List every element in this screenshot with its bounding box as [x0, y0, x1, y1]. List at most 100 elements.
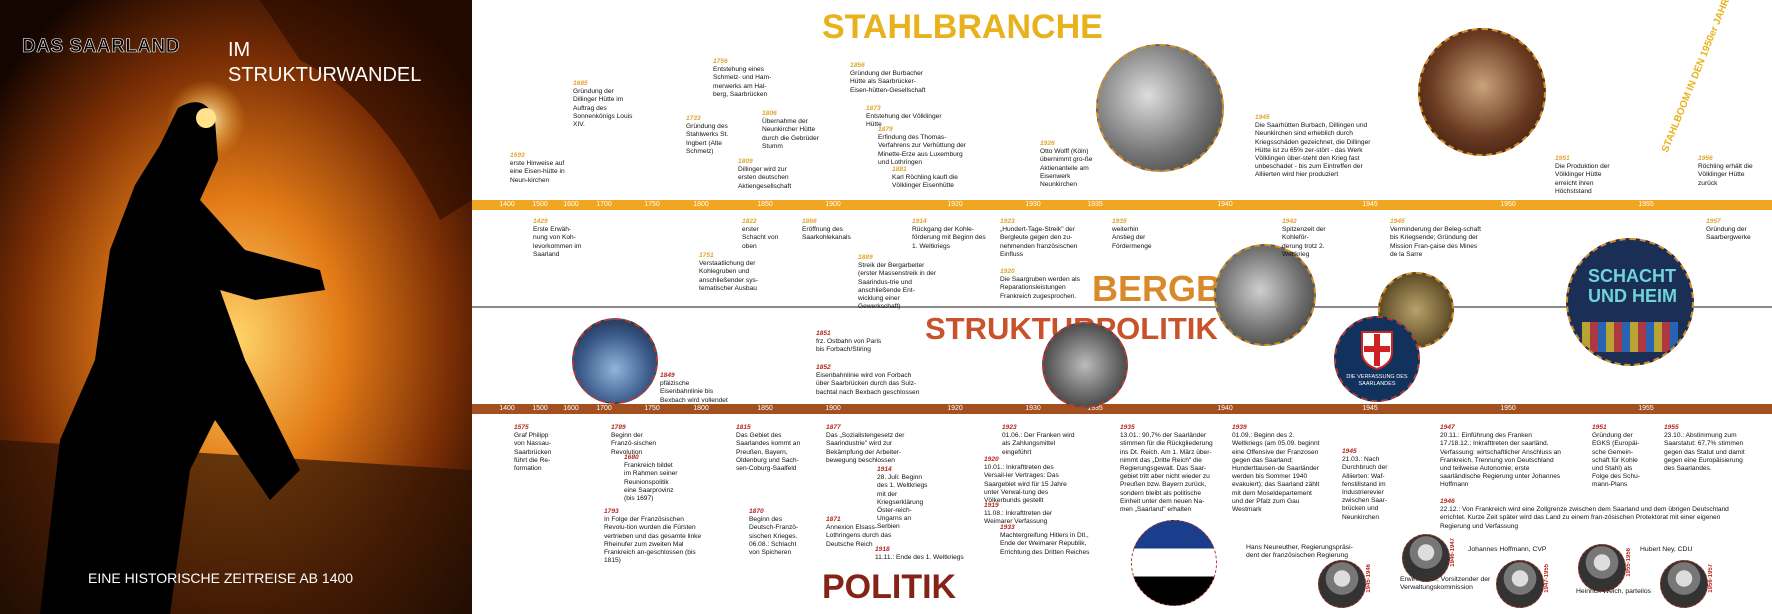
event-year: 1920	[984, 456, 999, 463]
event-year: 1939	[1232, 424, 1247, 431]
poster-title-part-b: IM STRUKTURWANDEL	[228, 38, 421, 88]
event-text: weiterhin Anstieg der Fördermenge	[1112, 226, 1152, 250]
top-axis-tick: 1955	[1638, 201, 1654, 208]
crest-verfassung: DIE VERFASSUNG DES SAARLANDES	[1334, 316, 1420, 402]
event-text: Die Saargruben werden als Reparationslei…	[1000, 276, 1080, 300]
event-text: Das „Sozialistengesetz der Saarindustrie…	[826, 432, 905, 464]
event-text: 22.12.: Von Frankreich wird eine Zollgre…	[1440, 506, 1729, 530]
event-year: 1914	[877, 466, 892, 473]
politician-term: 1955-1956	[1626, 548, 1632, 577]
event-text: Rückgang der Kohle-förderung mit Beginn …	[912, 226, 986, 250]
event-text: Übernahme der Neunkircher Hütte durch di…	[762, 118, 819, 150]
event-year: 1923	[1000, 218, 1015, 225]
event-year: 1877	[826, 424, 841, 431]
top-axis-tick: 1950	[1500, 201, 1516, 208]
event-text: 11.11.: Ende des 1. Weltkriegs	[875, 554, 964, 562]
poster-pattern	[1582, 322, 1678, 352]
event-year: 1575	[514, 424, 529, 431]
event-year: 1935	[1112, 218, 1127, 225]
event-year: 1849	[660, 372, 675, 379]
event-year: 1680	[624, 454, 639, 461]
event-text: Beginn der Franzö-sischen Revolution	[611, 432, 657, 456]
bottom-axis-tick: 1930	[1025, 405, 1041, 412]
poster-line-2: UND HEIM	[1588, 286, 1677, 306]
photo-miners	[1214, 244, 1316, 346]
event-text: Graf Philipp von Nassau-Saarbrücken führ…	[514, 432, 552, 473]
top-axis-tick: 1500	[532, 201, 548, 208]
politician-portrait	[1660, 560, 1708, 608]
event-text: Spitzenzeit der Kohleför-derung trotz 2.…	[1282, 226, 1326, 258]
politician-portrait	[1402, 534, 1450, 582]
event-year: 1920	[1000, 268, 1015, 275]
top-axis-tick: 1750	[644, 201, 660, 208]
event-text: Machtergreifung Hitlers in Dtl., Ende de…	[1000, 532, 1090, 556]
event-year: 1870	[749, 508, 764, 515]
bottom-axis-tick: 1400	[499, 405, 515, 412]
politician-term: 1945-1946	[1366, 564, 1372, 593]
politician-label: Heinrich Welch, parteilos	[1576, 588, 1652, 595]
top-axis-tick: 1600	[563, 201, 579, 208]
event-year: 1751	[699, 252, 714, 259]
side-label-stahlboom: STAHLBOOM IN DEN 1950er JAHREN	[1660, 0, 1738, 155]
event-year: 1947	[1440, 424, 1455, 431]
heading-politik: POLITIK	[822, 568, 957, 606]
event-year: 1956	[1698, 155, 1713, 162]
event-year: 1822	[742, 218, 757, 225]
event-year: 1851	[816, 330, 831, 337]
bottom-axis-tick: 1955	[1638, 405, 1654, 412]
event-year: 1946	[1440, 498, 1455, 505]
event-text: Eröffnung des Saarkohlekanals	[802, 226, 851, 242]
event-year: 1919	[984, 502, 999, 509]
event-text: In Folge der Französischen Revolu-tion w…	[604, 516, 702, 565]
top-axis-tick: 1920	[947, 201, 963, 208]
event-text: 01.09.: Beginn des 2. Weltkriegs (am 05.…	[1232, 432, 1320, 514]
event-text: Gründung der Dillinger Hütte im Auftrag …	[573, 88, 633, 129]
bottom-axis-tick: 1500	[532, 405, 548, 412]
event-year: 1951	[1592, 424, 1607, 431]
event-year: 1789	[611, 424, 626, 431]
event-text: erste Hinweise auf eine Eisen-hütte in N…	[510, 160, 565, 184]
event-year: 1957	[1706, 218, 1721, 225]
section-divider	[472, 306, 1772, 308]
bottom-axis-tick: 1750	[644, 405, 660, 412]
event-text: Eisenbahnlinie wird von Forbach über Saa…	[816, 372, 920, 396]
event-year: 1914	[912, 218, 927, 225]
heading-stahlbranche: STAHLBRANCHE	[822, 8, 1103, 46]
event-year: 1933	[1000, 524, 1015, 531]
top-axis-tick: 1800	[693, 201, 709, 208]
event-text: Erste Erwäh-nung von Koh-levorkommen im …	[533, 226, 582, 258]
event-year: 1951	[1555, 155, 1570, 162]
event-year: 1879	[878, 126, 893, 133]
bottom-axis-tick: 1950	[1500, 405, 1516, 412]
event-text: Frankreich bildet im Rahmen seiner Reuni…	[624, 462, 678, 503]
event-year: 1918	[875, 546, 890, 553]
event-text: Gründung der Burbacher Hütte als Saarbrü…	[850, 70, 926, 94]
bottom-axis-tick: 1935	[1087, 405, 1103, 412]
politician-portrait	[1578, 544, 1626, 592]
event-text: 10.01.: Inkrafttreten des Versail-ler Ve…	[984, 464, 1067, 505]
event-text: erster Schacht von oben	[742, 226, 779, 250]
photo-railway	[572, 318, 658, 404]
